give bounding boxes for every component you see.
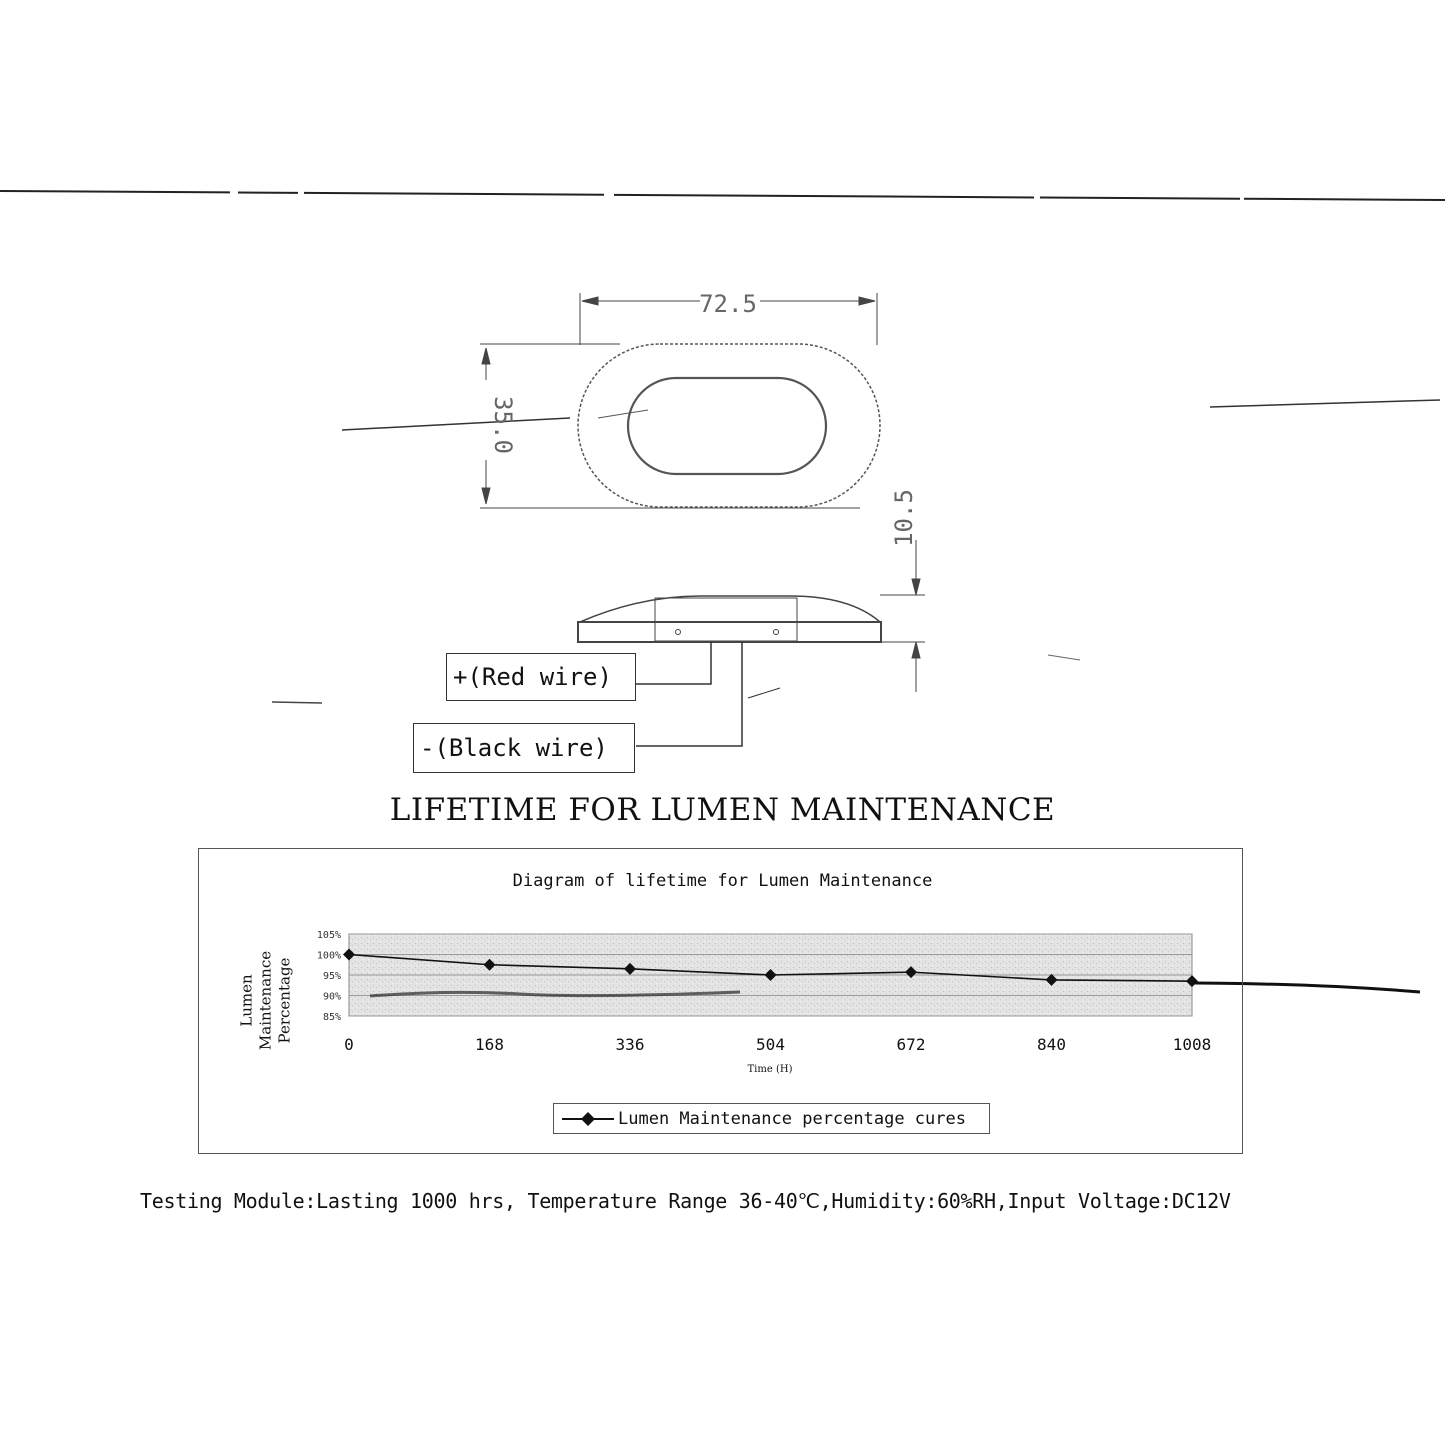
data-point-marker	[764, 969, 777, 981]
data-point-marker	[624, 962, 636, 975]
y-tick-label: 85%	[323, 1012, 341, 1023]
data-point-marker	[343, 948, 355, 961]
lumen-chart: 105% 100% 95% 90% 85% 0 168 336 504 672 840 1008	[317, 930, 1211, 1054]
y-tick-labels: 105% 100% 95% 90% 85%	[317, 930, 341, 1023]
width-dimension-label: 72.5	[699, 290, 757, 318]
x-tick-label: 336	[616, 1035, 645, 1054]
y-tick-label: 90%	[323, 992, 341, 1003]
thickness-dimension-label: 10.5	[890, 489, 918, 547]
x-axis-title: Time (H)	[747, 1064, 793, 1075]
testing-conditions-note: Testing Module:Lasting 1000 hrs, Tempera…	[140, 1189, 1231, 1213]
x-tick-label: 672	[897, 1035, 926, 1054]
data-point-marker	[1045, 973, 1058, 986]
top-view	[577, 343, 881, 508]
wire-leads	[636, 642, 781, 747]
y-tick-label: 105%	[317, 930, 341, 941]
legend-label: Lumen Maintenance percentage cures	[618, 1108, 966, 1129]
data-point-marker	[905, 966, 917, 979]
x-tick-label: 504	[756, 1035, 785, 1054]
x-tick-label: 840	[1037, 1035, 1066, 1054]
legend-marker-icon	[562, 1111, 614, 1126]
side-view	[577, 594, 925, 643]
series-markers	[343, 948, 1198, 988]
height-dimension-label: 35.0	[489, 396, 517, 454]
led-module-drawing: 72.5 35.0 10.5	[480, 290, 925, 747]
x-tick-labels: 0 168 336 504 672 840 1008	[344, 1035, 1211, 1054]
y-tick-label: 95%	[323, 971, 341, 982]
scan-streak	[369, 990, 741, 998]
chart-title: Diagram of lifetime for Lumen Maintenanc…	[512, 871, 933, 891]
x-tick-label: 0	[344, 1035, 354, 1054]
chart-frame	[198, 848, 1243, 1154]
positive-wire-label: +(Red wire)	[446, 653, 636, 701]
section-title: LIFETIME FOR LUMEN MAINTENANCE	[389, 792, 1056, 828]
negative-wire-label: -(Black wire)	[413, 723, 635, 773]
data-point-marker	[483, 958, 496, 971]
y-tick-label: 100%	[317, 951, 341, 962]
thickness-dimension	[911, 540, 921, 692]
x-tick-label: 168	[475, 1035, 504, 1054]
x-tick-label: 1008	[1173, 1035, 1212, 1054]
width-dimension	[579, 293, 878, 345]
height-dimension	[480, 343, 860, 509]
data-point-marker	[1186, 975, 1198, 988]
chart-legend: Lumen Maintenance percentage cures	[553, 1103, 990, 1134]
